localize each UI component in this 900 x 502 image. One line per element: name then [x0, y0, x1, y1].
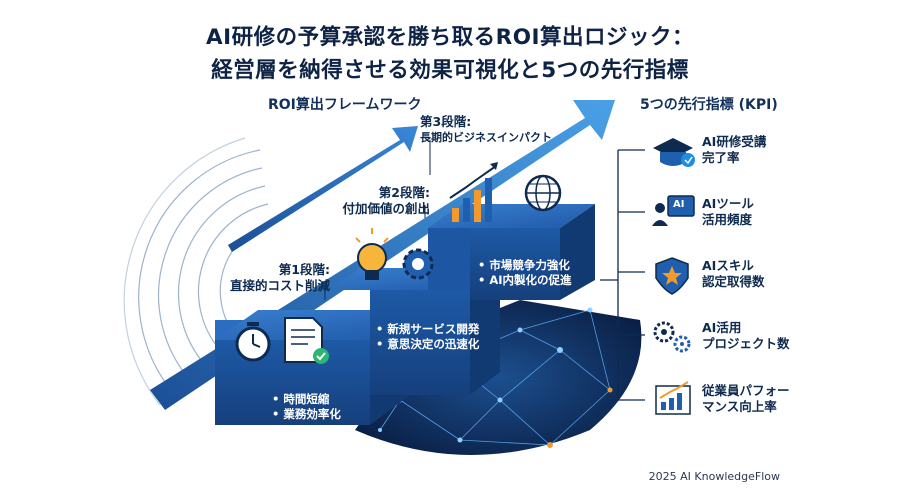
kpi-item-5-line-1: 従業員パフォー	[702, 383, 790, 398]
kpi-item-5: 従業員パフォー マンス向上率	[702, 383, 790, 415]
stage-2-heading: 第2段階: 付加価値の創出	[300, 185, 430, 217]
stage-2-step: 第2段階:	[378, 185, 430, 200]
kpi-bracket	[600, 149, 645, 401]
graduation-cap-icon	[653, 138, 695, 167]
growth-arrow-small	[228, 126, 418, 252]
kpi-item-2-line-2: 活用頻度	[702, 212, 753, 227]
kpi-item-3-line-1: AIスキル	[702, 258, 754, 273]
kpi-item-1-line-1: AI研修受講	[702, 134, 767, 149]
stage-2-bullets: • 新規サービス開発 • 意思決定の迅速化	[376, 322, 479, 352]
badge-star-icon	[655, 257, 689, 295]
stage-1-step: 第1段階:	[278, 262, 330, 277]
kpi-item-4-line-1: AI活用	[702, 320, 742, 335]
framework-label: ROI算出フレームワーク	[268, 97, 422, 113]
stage-1-heading: 第1段階: 直接的コスト削減	[200, 262, 330, 294]
kpi-item-4: AI活用 プロジェクト数	[702, 320, 790, 352]
kpi-item-4-line-2: プロジェクト数	[702, 336, 790, 351]
kpi-item-1-line-2: 完了率	[702, 150, 740, 165]
leader-lines	[324, 140, 431, 300]
kpi-item-1: AI研修受講 完了率	[702, 134, 766, 166]
lightbulb-icon	[355, 228, 389, 280]
page-title-line-1: AI研修の予算承認を勝ち取るROI算出ロジック：	[206, 25, 694, 50]
stage-2-bullet-1: • 新規サービス開発	[376, 322, 480, 336]
stage-2-bullet-2: • 意思決定の迅速化	[376, 337, 480, 351]
bar-chart-icon	[449, 162, 498, 222]
stage-3-bullet-2: • AI内製化の促進	[478, 273, 572, 287]
ai-badge-text: AI	[673, 199, 685, 210]
stage-1-bullet-1: • 時間短縮	[272, 392, 330, 406]
kpi-item-2: AIツール 活用頻度	[702, 196, 754, 228]
gear-icon	[402, 248, 434, 280]
stage-1-bullets: • 時間短縮 • 業務効率化	[272, 392, 341, 422]
growth-chart-icon	[655, 381, 691, 415]
kpi-item-5-line-2: マンス向上率	[702, 399, 777, 414]
stage-3-bullet-1: • 市場競争力強化	[478, 258, 570, 272]
kpi-title: 5つの先行指標 (KPI)	[640, 97, 778, 113]
stage-3-heading: 第3段階: 長期的ビジネスインパクト	[420, 114, 580, 146]
document-check-icon	[284, 317, 329, 364]
page-title-line-2: 経営層を納得させる効果可視化と5つの先行指標	[211, 58, 689, 83]
stage-3-name: 長期的ビジネスインパクト	[420, 131, 552, 144]
gears-icon	[653, 321, 691, 353]
stage-2-name: 付加価値の創出	[342, 201, 430, 216]
ai-user-monitor-icon	[652, 195, 695, 226]
stage-3-step: 第3段階:	[420, 114, 472, 129]
stage-1-bullet-2: • 業務効率化	[272, 407, 341, 421]
stage-3-bullets: • 市場競争力強化 • AI内製化の促進	[478, 258, 572, 288]
stage-1-name: 直接的コスト削減	[229, 278, 330, 293]
globe-icon	[524, 174, 562, 212]
concentric-arcs	[123, 137, 273, 406]
kpi-item-3-line-2: 認定取得数	[702, 274, 765, 289]
kpi-item-2-line-1: AIツール	[702, 196, 754, 211]
clock-icon	[235, 322, 271, 362]
footer-credit: 2025 AI KnowledgeFlow	[648, 470, 780, 483]
kpi-item-3: AIスキル 認定取得数	[702, 258, 765, 290]
